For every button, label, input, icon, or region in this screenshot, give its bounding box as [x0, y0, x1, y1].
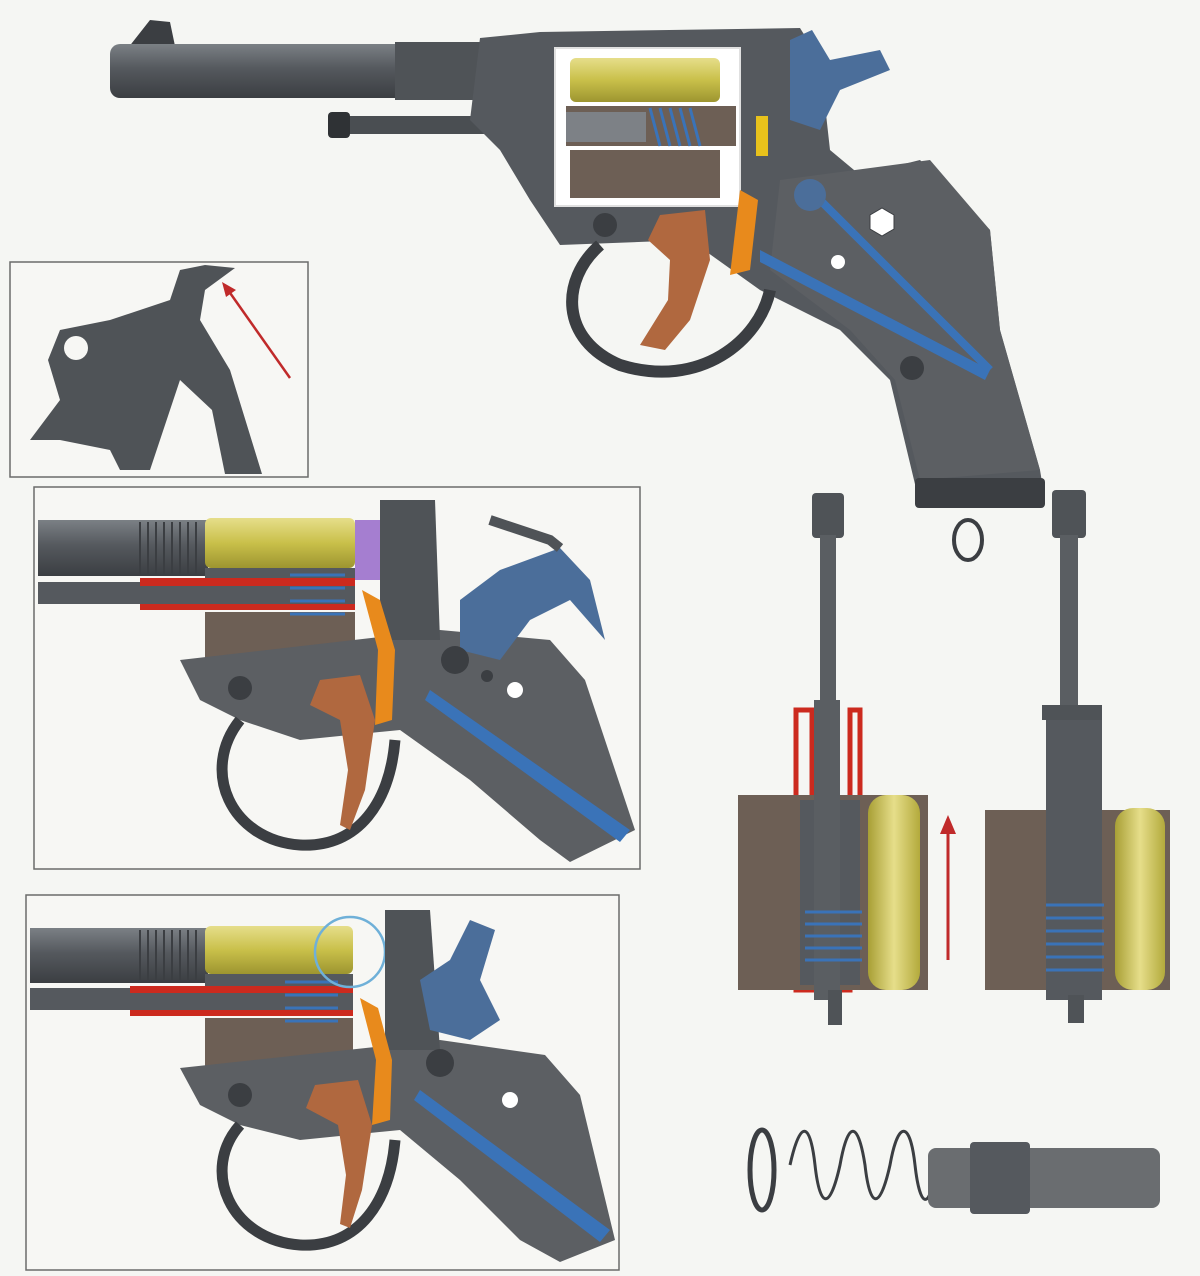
spring-washer	[747, 1127, 777, 1213]
mechanism-panel-1	[33, 486, 641, 870]
cartridge	[205, 518, 355, 568]
mechanism-panel-2	[25, 894, 620, 1271]
cartridge	[205, 926, 353, 974]
pawl	[362, 590, 395, 725]
full-revolver-view	[110, 20, 1045, 562]
cartridge-right	[1115, 808, 1165, 990]
cylinder-spring	[648, 107, 702, 147]
frame-screw	[794, 179, 826, 211]
axis-knob-left	[812, 493, 844, 538]
axis-spring-left	[805, 910, 862, 962]
hammer	[790, 30, 890, 130]
axis-spring-right	[1046, 903, 1104, 972]
hammer-hole	[64, 336, 88, 360]
cartridge-left	[868, 795, 920, 990]
pawl	[360, 998, 392, 1125]
barrel	[110, 44, 440, 98]
sleeve	[928, 1148, 1160, 1208]
axis-rod-right	[1060, 535, 1078, 725]
barrel-section	[38, 520, 208, 576]
ejector-rod	[330, 116, 510, 134]
trigger-guard	[216, 1121, 401, 1251]
cylinder-bottom	[570, 150, 720, 198]
spring-and-sleeve	[747, 1127, 1160, 1214]
mainspring	[760, 250, 990, 380]
frame-screw	[593, 213, 617, 237]
hammer	[420, 920, 500, 1040]
cylinder-axis-section	[738, 490, 1170, 1025]
hammer-detail-panel	[9, 261, 309, 478]
up-arrow	[940, 815, 956, 960]
cylinder-spring	[285, 980, 338, 1023]
coil-spring	[788, 1130, 937, 1201]
lanyard-base	[915, 478, 1045, 508]
red-rod	[130, 986, 353, 993]
cartridge-top	[570, 58, 720, 102]
hammer	[460, 548, 605, 660]
axis-knob-right	[1052, 490, 1086, 538]
mainspring	[425, 690, 630, 842]
mainspring	[414, 1090, 610, 1242]
hammer-detail	[30, 265, 262, 474]
trigger	[640, 210, 710, 350]
lanyard-ring	[952, 518, 984, 562]
front-sight	[128, 20, 175, 48]
pawl	[730, 190, 758, 275]
grip	[770, 160, 1040, 480]
detail-arrow	[222, 282, 292, 379]
barrel-section	[30, 928, 208, 983]
cylinder-spring	[290, 573, 345, 616]
trigger-guard	[216, 716, 401, 851]
red-rod	[140, 578, 355, 586]
trigger	[306, 1080, 372, 1228]
trigger-guard	[566, 240, 776, 378]
trigger	[310, 675, 375, 830]
